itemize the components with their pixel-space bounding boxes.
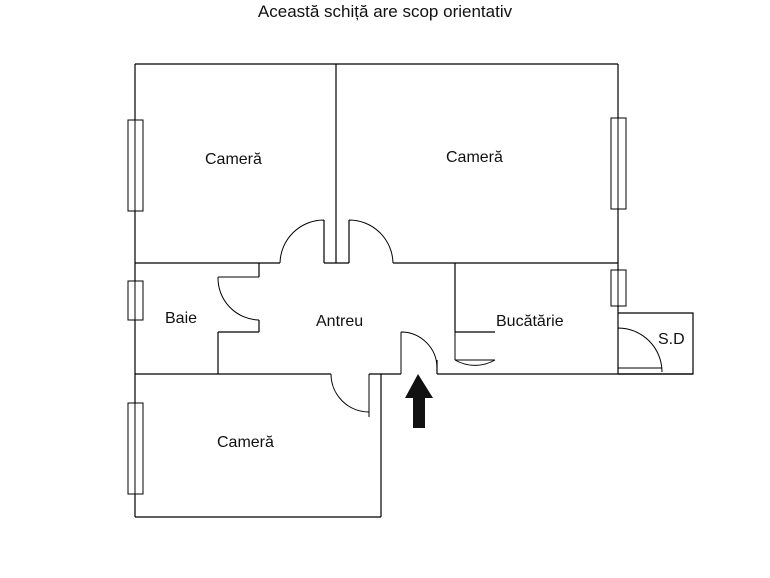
windows xyxy=(127,117,627,495)
entrance-arrow-icon xyxy=(405,374,433,428)
room-label-camera-2: Cameră xyxy=(446,149,503,166)
room-label-bucatarie: Bucătărie xyxy=(496,313,564,330)
room-label-antreu: Antreu xyxy=(316,313,363,330)
door-bucatarie xyxy=(454,332,496,366)
room-label-baie: Baie xyxy=(165,310,197,327)
door-camera-1 xyxy=(279,219,325,264)
door-camera-2 xyxy=(348,219,394,264)
door-sd xyxy=(617,327,663,374)
room-label-camera-3: Cameră xyxy=(217,434,274,451)
door-entrance xyxy=(400,331,438,374)
room-label-sd: S.D xyxy=(658,331,685,348)
door-baie xyxy=(217,276,260,321)
room-label-camera-1: Cameră xyxy=(205,151,262,168)
door-camera-3 xyxy=(330,373,370,417)
doors xyxy=(217,219,663,417)
plan-disclaimer: Această schiță are scop orientativ xyxy=(257,2,513,21)
